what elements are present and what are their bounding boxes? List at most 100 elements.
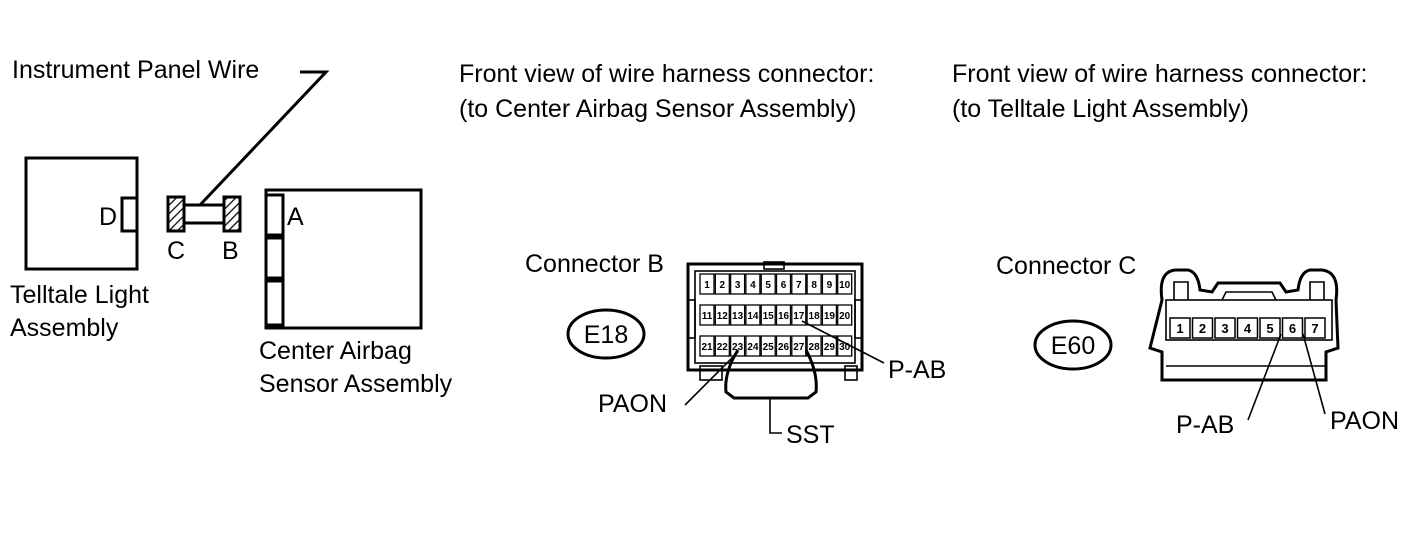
connector-c-pin-cell — [1169, 317, 1191, 339]
connector-c-pin-label: 7 — [1311, 321, 1318, 336]
connector-b-pin-label: 6 — [781, 280, 787, 291]
center-airbag-label-line1: Center Airbag — [259, 337, 412, 365]
c-paon-leader — [1302, 333, 1326, 415]
connector-c-pin-cell — [1236, 317, 1259, 339]
c-pab-leader — [1247, 333, 1282, 421]
connector-b-pin-cell — [791, 335, 807, 357]
connector-c-pin-cell — [1191, 317, 1214, 339]
connector-c-pin-label: 3 — [1221, 321, 1228, 336]
connector-b-pin-label: 2 — [720, 280, 726, 291]
instrument-panel-wire-label: Instrument Panel Wire — [12, 56, 259, 84]
badge-e60-text: E60 — [1051, 332, 1095, 360]
connector-b-pin-cell — [745, 304, 761, 326]
airbag-connector-2 — [264, 236, 285, 280]
connector-b-pin-cell — [729, 335, 746, 357]
connector-c-label: Connector C — [996, 252, 1136, 280]
front-view-b-heading-1: Front view of wire harness connector: — [459, 60, 874, 88]
connector-c-pin-label: 6 — [1289, 321, 1296, 336]
b-paon-label: PAON — [598, 390, 667, 418]
connector-b-pin-cell — [760, 273, 776, 295]
connector-b-pin-label: 20 — [839, 311, 851, 322]
connector-b-pin-label: 1 — [704, 280, 710, 291]
connector-b-pin-cell — [791, 273, 807, 295]
connector-b-pin-cell — [699, 273, 715, 295]
sst-label: SST — [786, 421, 835, 449]
telltale-light-assembly-box — [24, 156, 139, 271]
connector-c-pin-label: 1 — [1176, 321, 1183, 336]
telltale-label-line2: Assembly — [10, 314, 119, 342]
connector-c-pin-label: 2 — [1199, 321, 1206, 336]
connector-b-pin-label: 30 — [839, 342, 851, 353]
connector-b-pin-label: 18 — [809, 311, 821, 322]
connector-b-pin-cell — [745, 273, 761, 295]
connector-b-pin-label: 4 — [750, 280, 756, 291]
connector-b-pin-cell — [775, 304, 792, 326]
connector-b-pin-label: 19 — [824, 311, 836, 322]
connector-b-pin-cell — [745, 335, 761, 357]
connector-b-pin-cell — [729, 273, 746, 295]
connector-b-pin-cell — [699, 335, 715, 357]
connector-b-label: Connector B — [525, 250, 664, 278]
connector-b-pin-cell — [806, 304, 822, 326]
harness-connector-b — [222, 195, 242, 233]
connector-b-pin-label: 25 — [763, 342, 775, 353]
telltale-label-line1: Telltale Light — [10, 281, 149, 309]
badge-e18 — [566, 308, 646, 360]
connector-b-pin-label: 27 — [793, 342, 805, 353]
connector-b-pin-label: 8 — [811, 280, 817, 291]
connector-c-pin-cell — [1304, 317, 1326, 339]
connector-b-pin-cell — [760, 304, 776, 326]
front-view-c-heading-2: (to Telltale Light Assembly) — [952, 95, 1249, 123]
front-view-c-heading-1: Front view of wire harness connector: — [952, 60, 1367, 88]
b-paon-leader — [684, 351, 739, 406]
terminal-c-label: C — [167, 237, 185, 265]
connector-b-pin-label: 22 — [717, 342, 729, 353]
connector-b-pin-cell — [714, 335, 730, 357]
terminal-d-label: D — [99, 203, 117, 231]
connector-b-pin-label: 11 — [702, 311, 713, 322]
connector-c-body — [1148, 268, 1340, 382]
harness-connector-c — [166, 195, 186, 233]
sst-leader — [769, 398, 782, 434]
connector-b-pin-cell — [806, 335, 822, 357]
connector-b-pin-label: 13 — [732, 311, 744, 322]
connector-b-pin-label: 3 — [735, 280, 741, 291]
center-airbag-label-line2: Sensor Assembly — [259, 370, 453, 398]
c-paon-label: PAON — [1330, 407, 1399, 435]
connector-b-pin-label: 5 — [765, 280, 771, 291]
connector-b-pin-label: 10 — [839, 280, 851, 291]
front-view-b-heading-2: (to Center Airbag Sensor Assembly) — [459, 95, 856, 123]
sst-jumper — [724, 349, 818, 400]
connector-b-pin-label: 12 — [717, 311, 729, 322]
connector-b-pin-cell — [806, 273, 822, 295]
connector-b-pin-cell — [699, 304, 715, 326]
connector-b-pin-cell — [791, 304, 807, 326]
badge-e18-text: E18 — [584, 321, 628, 349]
connector-b-pin-cell — [821, 273, 838, 295]
connector-c-pin-cell — [1214, 317, 1236, 339]
connector-b-pin-label: 9 — [827, 280, 833, 291]
connector-b-pin-label: 16 — [778, 311, 790, 322]
badge-e60 — [1033, 319, 1113, 371]
connector-b-pin-label: 26 — [778, 342, 790, 353]
connector-b-pin-label: 7 — [796, 280, 802, 291]
connector-b-pin-label: 17 — [793, 311, 805, 322]
connector-b-pin-cell — [775, 335, 792, 357]
connector-b-pin-label: 23 — [732, 342, 744, 353]
connector-b-pin-label: 15 — [763, 311, 775, 322]
c-pab-label: P-AB — [1176, 411, 1234, 439]
connector-b-pin-label: 28 — [809, 342, 821, 353]
connector-b-pin-cell — [821, 335, 838, 357]
connector-b-pin-cell — [760, 335, 776, 357]
connector-b-pin-label: 24 — [747, 342, 759, 353]
connector-b-pin-label: 29 — [824, 342, 836, 353]
connector-b-pin-cell — [729, 304, 746, 326]
airbag-connector-3 — [264, 279, 285, 327]
b-pab-leader — [801, 320, 885, 364]
connector-b-pin-cell — [775, 273, 792, 295]
connector-b-pin-label: 14 — [747, 311, 759, 322]
terminal-a-label: A — [287, 203, 304, 231]
terminal-b-label: B — [222, 237, 239, 265]
